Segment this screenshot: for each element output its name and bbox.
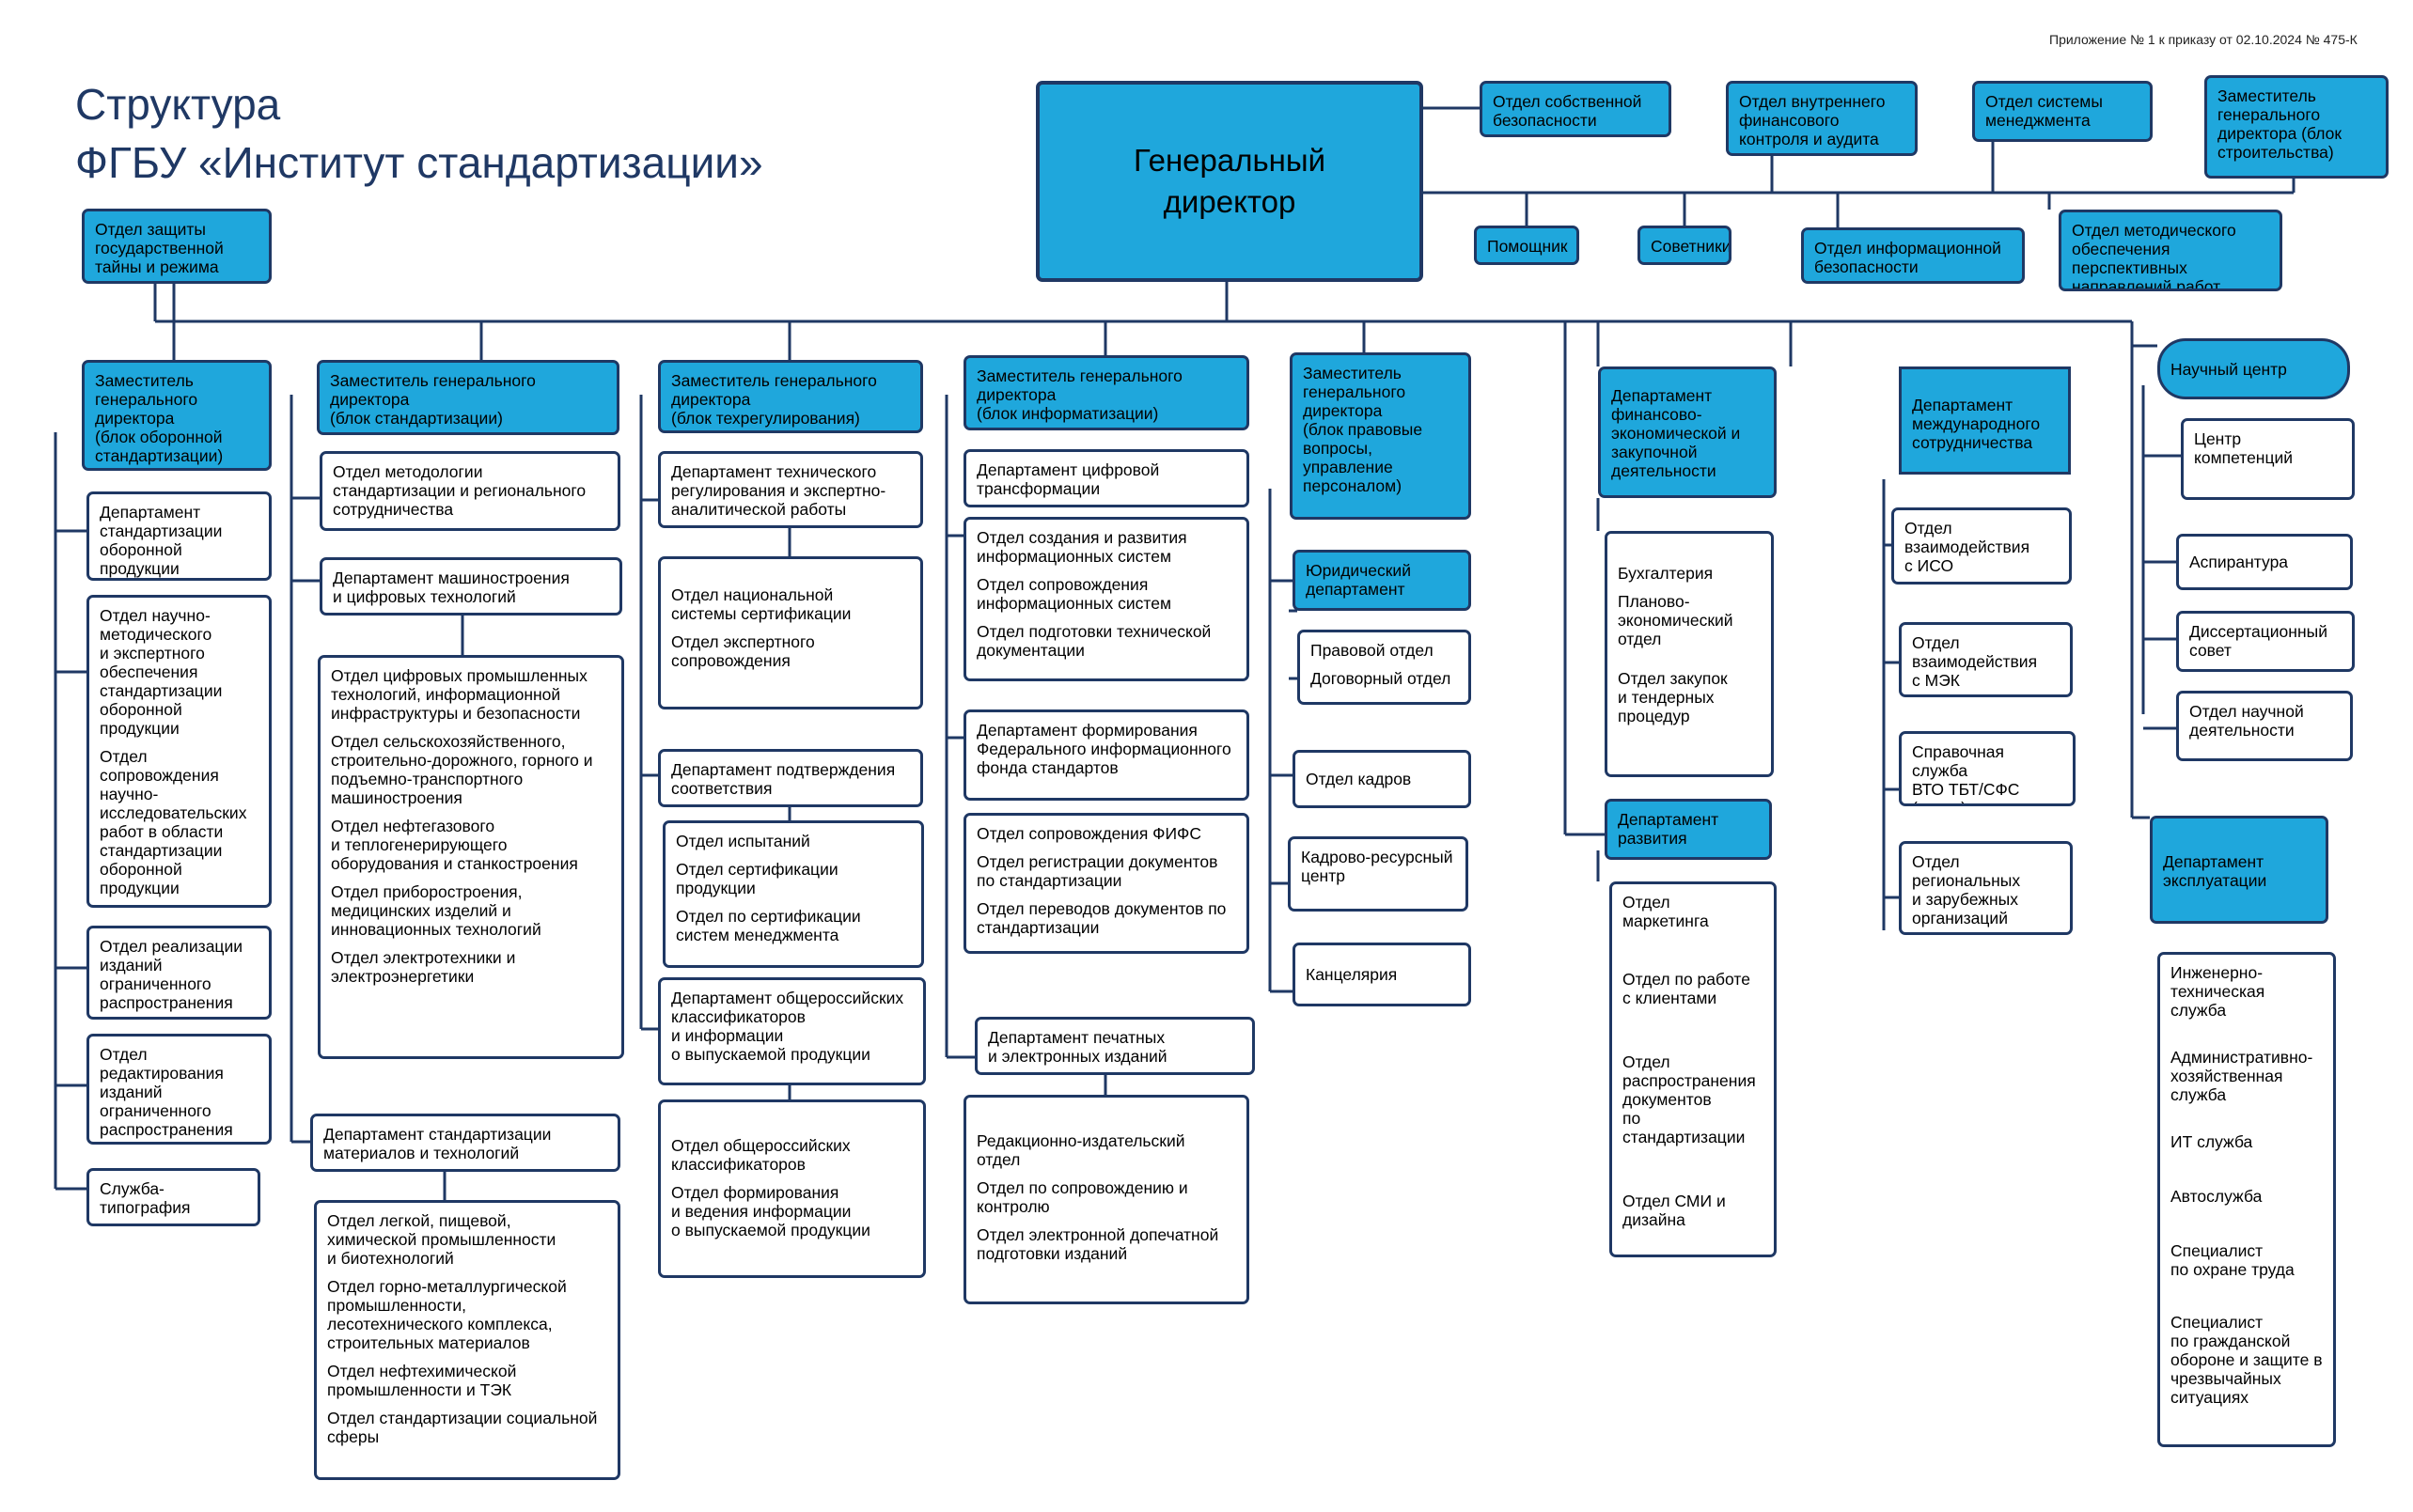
print-dept-box[interactable]: Департамент печатных и электронных издан…: [975, 1017, 1255, 1075]
conformity-depts-box[interactable]: Отдел испытаний Отдел сертификации проду…: [663, 820, 924, 968]
deputy-techreg-box[interactable]: Заместитель генерального директора (блок…: [658, 360, 923, 433]
hr-resource-box[interactable]: Кадрово-ресурсный центр: [1288, 836, 1468, 912]
development-dept-box[interactable]: Департамент развития: [1605, 799, 1772, 860]
mgmt-system-box[interactable]: Отдел системы менеджмента: [1972, 81, 2153, 142]
machine-building-box[interactable]: Департамент машиностроения и цифровых те…: [320, 557, 622, 616]
materials-box[interactable]: Департамент стандартизации материалов и …: [310, 1114, 620, 1172]
audit-box[interactable]: Отдел внутреннего финансового контроля и…: [1726, 81, 1918, 156]
info-security-box[interactable]: Отдел информационной безопасности: [1801, 227, 2025, 284]
operations-dept-box[interactable]: Департамент эксплуатации: [2150, 816, 2328, 924]
dissertation-box[interactable]: Диссертационный совет: [2176, 611, 2355, 672]
regional-box[interactable]: Отдел региональных и зарубежных организа…: [1899, 841, 2073, 935]
classifiers-depts-box[interactable]: Отдел общероссийских классификаторов Отд…: [658, 1099, 926, 1278]
operations-depts-box[interactable]: Инженерно- техническая служба Администра…: [2157, 952, 2336, 1447]
deputy-standardization-box[interactable]: Заместитель генерального директора (блок…: [317, 360, 619, 435]
own-security-box[interactable]: Отдел собственной безопасности: [1480, 81, 1671, 137]
limited-sales-box[interactable]: Отдел реализации изданий ограниченного р…: [86, 926, 272, 1020]
deputy-defense-box[interactable]: Заместитель генерального директора (блок…: [82, 360, 272, 471]
methodology-box[interactable]: Отдел методологии стандартизации и регио…: [320, 451, 620, 531]
office-box[interactable]: Канцелярия: [1293, 943, 1471, 1006]
legal-dept-box[interactable]: Юридический департамент: [1293, 550, 1471, 611]
finance-depts-box[interactable]: Бухгалтерия Планово- экономический отдел…: [1605, 531, 1774, 777]
printing-service-box[interactable]: Служба- типография: [86, 1168, 260, 1226]
dept-defense-box[interactable]: Департамент стандартизации оборонной про…: [86, 491, 272, 581]
wto-box[interactable]: Справочная служба ВТО ТБТ/СФС (отдел): [1899, 731, 2076, 806]
legal-depts-box[interactable]: Правовой отдел Договорный отдел: [1297, 630, 1471, 705]
deputy-construction-box[interactable]: Заместитель генерального директора (блок…: [2204, 75, 2389, 179]
iec-box[interactable]: Отдел взаимодействия с МЭК: [1899, 622, 2073, 697]
materials-depts-box[interactable]: Отдел легкой, пищевой, химической промыш…: [314, 1200, 620, 1480]
defense-methods-box[interactable]: Отдел научно- методического и экспертног…: [86, 595, 272, 908]
science-activity-box[interactable]: Отдел научной деятельности: [2176, 691, 2353, 761]
standards-fund-box[interactable]: Департамент формирования Федерального ин…: [964, 709, 1249, 801]
print-depts-box[interactable]: Редакционно-издательский отдел Отдел по …: [964, 1095, 1249, 1304]
fund-depts-box[interactable]: Отдел сопровождения ФИФС Отдел регистрац…: [964, 813, 1249, 954]
digital-transformation-box[interactable]: Департамент цифровой трансформации: [964, 449, 1249, 507]
development-depts-box[interactable]: Отдел маркетинга Отдел по работе с клиен…: [1609, 881, 1777, 1257]
methodical-box[interactable]: Отдел методического обеспечения перспект…: [2059, 210, 2282, 291]
state-secret-box[interactable]: Отдел защиты государственной тайны и реж…: [82, 209, 272, 284]
machine-depts-box[interactable]: Отдел цифровых промышленных технологий, …: [318, 655, 624, 1059]
iso-box[interactable]: Отдел взаимодействия с ИСО: [1891, 507, 2072, 585]
deputy-legal-hr-box[interactable]: Заместитель генерального директора (блок…: [1290, 352, 1471, 520]
international-dept-box[interactable]: Департамент международного сотрудничеств…: [1899, 366, 2071, 475]
hr-box[interactable]: Отдел кадров: [1293, 750, 1471, 808]
deputy-informatization-box[interactable]: Заместитель генерального директора (блок…: [964, 355, 1249, 430]
limited-editing-box[interactable]: Отдел редактирования изданий ограниченно…: [86, 1034, 272, 1145]
certification-depts-box[interactable]: Отдел национальной системы сертификации …: [658, 556, 923, 709]
techreg-dept-box[interactable]: Департамент технического регулирования и…: [658, 451, 923, 528]
document-note: Приложение № 1 к приказу от 02.10.2024 №…: [2049, 32, 2358, 47]
digital-depts-box[interactable]: Отдел создания и развития информационных…: [964, 517, 1249, 681]
classifiers-box[interactable]: Департамент общероссийских классификатор…: [658, 977, 926, 1085]
competence-box[interactable]: Центр компетенций: [2181, 418, 2355, 500]
finance-dept-box[interactable]: Департамент финансово- экономической и з…: [1598, 366, 1777, 498]
assistant-box[interactable]: Помощник: [1474, 226, 1579, 265]
advisers-box[interactable]: Советники: [1637, 226, 1731, 265]
conformity-box[interactable]: Департамент подтверждения соответствия: [658, 749, 923, 807]
general-director-box[interactable]: Генеральный директор: [1036, 81, 1423, 282]
science-center-box[interactable]: Научный центр: [2157, 338, 2350, 399]
postgraduate-box[interactable]: Аспирантура: [2176, 534, 2353, 590]
page-title: Структура ФГБУ «Институт стандартизации»: [75, 80, 763, 187]
